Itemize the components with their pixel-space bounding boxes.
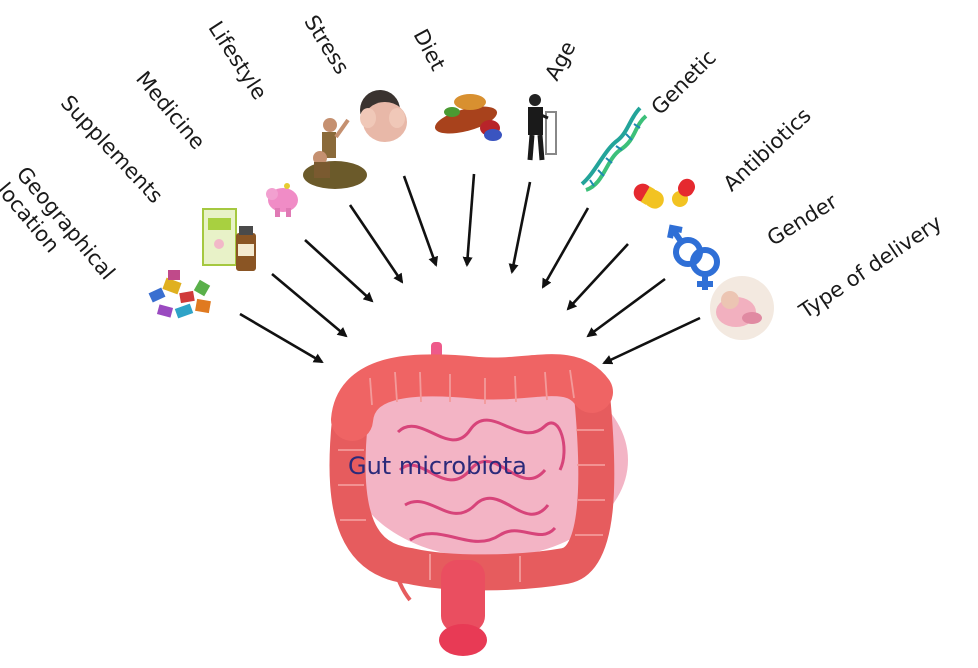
arrow-type-of-delivery xyxy=(602,316,701,365)
dna-icon xyxy=(580,106,648,192)
piggy-bank-icon xyxy=(266,183,298,217)
arrow-lifestyle xyxy=(348,204,404,284)
center-label-gut-microbiota: Gut microbiota xyxy=(348,452,527,480)
arrow-diet xyxy=(462,173,476,267)
arrow-gender xyxy=(586,277,666,338)
arrow-medicine xyxy=(304,239,374,303)
intestine-illustration xyxy=(329,342,628,656)
capsule-icon xyxy=(633,178,695,209)
gender-symbol-icon xyxy=(667,224,720,290)
arrow-stress xyxy=(402,175,438,267)
map-puzzle-icon xyxy=(148,270,211,319)
stressed-person-icon xyxy=(303,90,407,189)
arrow-age xyxy=(508,181,532,274)
pill-bottle-icon xyxy=(236,226,256,271)
arrows xyxy=(239,173,701,365)
food-icon xyxy=(434,94,502,141)
elderly-walker-icon xyxy=(527,94,557,161)
arrow-genetic xyxy=(541,207,590,289)
arrow-geographical-location xyxy=(239,312,324,364)
newborn-icon xyxy=(710,276,774,340)
supplement-box-icon xyxy=(202,208,237,266)
arrow-antibiotics xyxy=(566,243,629,311)
arrow-supplements xyxy=(271,273,348,338)
